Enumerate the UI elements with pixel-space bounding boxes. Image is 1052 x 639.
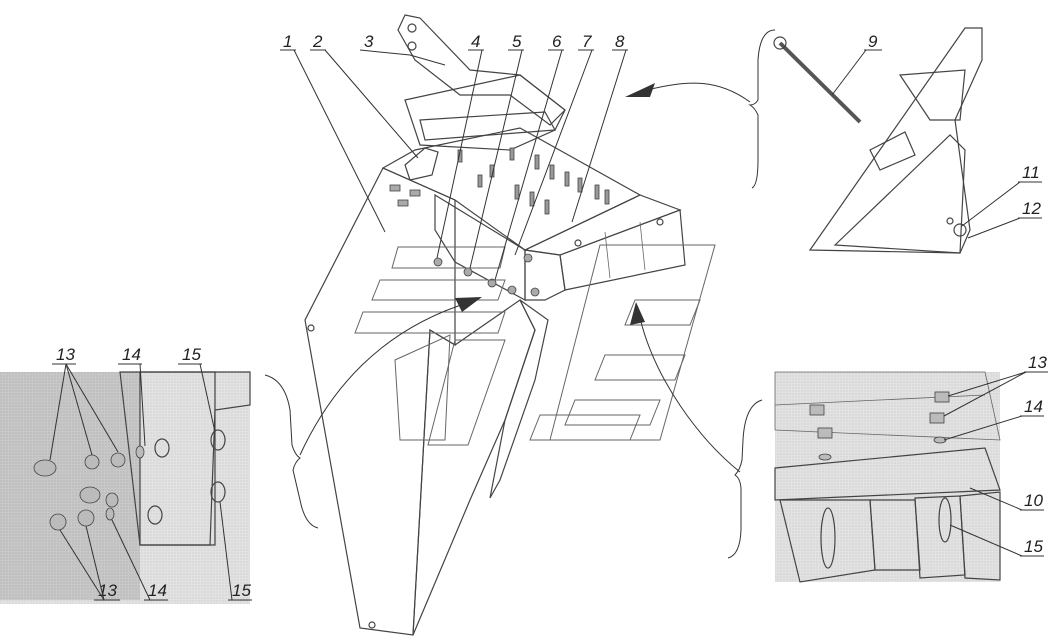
detail-top-right: 9 11 12	[748, 27, 1042, 254]
callout-15-right: 15	[1024, 537, 1043, 556]
side-strip	[489, 299, 549, 499]
plate-bolts	[457, 147, 610, 215]
callout-14-right: 14	[1024, 397, 1043, 416]
arrowhead	[455, 297, 482, 312]
callout-1: 1	[283, 32, 292, 51]
callout-9: 9	[868, 32, 878, 51]
main-assembly	[304, 14, 686, 636]
hanger-bar	[419, 111, 556, 141]
arrowhead	[625, 83, 655, 97]
arrow-to-left-detail	[299, 301, 471, 456]
callout-6: 6	[552, 32, 562, 51]
right-bracket-front	[559, 209, 686, 291]
callout-13-right: 13	[1028, 353, 1047, 372]
hanger-arm	[397, 14, 566, 126]
mounting-plate	[381, 127, 642, 251]
callout-15-left-top: 15	[182, 345, 201, 364]
mudguard-panel	[304, 167, 456, 636]
callout-13-left-top: 13	[56, 345, 75, 364]
arrow-to-bottom-right-detail	[639, 317, 741, 473]
arrow-to-top-right-detail	[639, 82, 751, 103]
arrowhead	[630, 302, 645, 325]
callout-11: 11	[1022, 163, 1040, 182]
callout-3: 3	[364, 32, 374, 51]
mudguard-shadow-panel	[412, 299, 536, 636]
callout-7: 7	[582, 32, 592, 51]
detail-bottom-right: 13 14 10 15	[727, 353, 1048, 583]
right-bracket-side	[524, 249, 566, 301]
callout-14-left-top: 14	[122, 345, 141, 364]
callout-14-left-bottom: 14	[148, 581, 167, 600]
gaz-logo-watermark	[354, 244, 716, 446]
callout-10-right: 10	[1024, 491, 1043, 510]
callout-13-left-bottom: 13	[98, 581, 117, 600]
callout-2: 2	[312, 32, 323, 51]
panel-bolts	[389, 184, 421, 207]
callout-8: 8	[615, 32, 625, 51]
main-callouts: 1 2 3 4 5 6 7 8	[280, 32, 628, 281]
detail-frame	[808, 27, 983, 254]
callout-12: 12	[1022, 199, 1041, 218]
detail-left: 13 14 15 13 14 15	[0, 345, 319, 604]
front-fasteners	[433, 253, 540, 297]
callout-15-left-bottom: 15	[232, 581, 251, 600]
callout-4: 4	[471, 32, 480, 51]
pin-9	[778, 41, 862, 124]
callout-5: 5	[512, 32, 522, 51]
small-bracket	[404, 147, 439, 181]
